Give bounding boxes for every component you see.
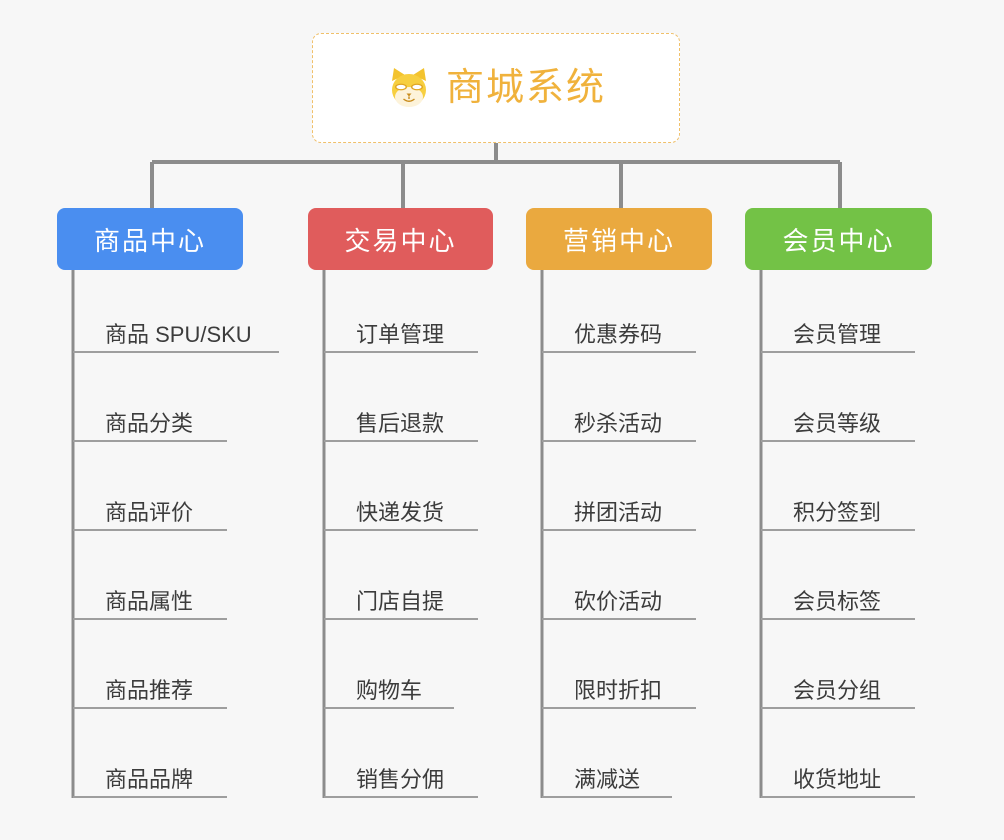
leaf-item[interactable]: 限时折扣 xyxy=(542,665,696,709)
leaf-item[interactable]: 购物车 xyxy=(324,665,454,709)
category-header-label: 营销中心 xyxy=(562,225,675,256)
category-header-4[interactable]: 会员中心 xyxy=(745,208,932,270)
leaf-item[interactable]: 会员标签 xyxy=(761,576,915,620)
leaf-item[interactable]: 秒杀活动 xyxy=(542,398,696,442)
leaf-item-label: 满减送 xyxy=(574,766,641,792)
leaf-item[interactable]: 门店自提 xyxy=(324,576,478,620)
leaf-item-label: 销售分佣 xyxy=(356,766,445,792)
leaf-item-label: 拼团活动 xyxy=(574,499,663,525)
leaf-item-label: 限时折扣 xyxy=(574,677,663,703)
root-title: 商城系统 xyxy=(445,67,606,109)
leaf-item[interactable]: 商品分类 xyxy=(73,398,227,442)
leaf-item-label: 砍价活动 xyxy=(574,588,663,614)
leaf-item-label: 会员标签 xyxy=(793,588,882,614)
leaf-item[interactable]: 满减送 xyxy=(542,754,672,798)
shiba-dog-face-icon xyxy=(386,65,432,111)
leaf-item[interactable]: 订单管理 xyxy=(324,309,478,353)
leaf-item-label: 秒杀活动 xyxy=(574,410,663,436)
leaf-item-label: 商品评价 xyxy=(105,499,194,525)
category-header-label: 交易中心 xyxy=(344,225,457,256)
category-header-2[interactable]: 交易中心 xyxy=(308,208,493,270)
root-node[interactable]: 商城系统 xyxy=(312,33,680,143)
category-header-1[interactable]: 商品中心 xyxy=(57,208,243,270)
leaf-item[interactable]: 会员管理 xyxy=(761,309,915,353)
leaf-item[interactable]: 快递发货 xyxy=(324,487,478,531)
leaf-item-label: 收货地址 xyxy=(793,766,882,792)
leaf-item[interactable]: 拼团活动 xyxy=(542,487,696,531)
leaf-item-label: 购物车 xyxy=(356,677,423,703)
leaf-item-label: 积分签到 xyxy=(793,499,882,525)
leaf-item-label: 会员等级 xyxy=(793,410,882,436)
leaf-item-label: 商品品牌 xyxy=(105,766,194,792)
leaf-item-label: 会员分组 xyxy=(793,677,882,703)
leaf-item[interactable]: 商品 SPU/SKU xyxy=(73,309,279,353)
leaf-item-label: 商品 SPU/SKU xyxy=(105,321,252,347)
leaf-item[interactable]: 会员分组 xyxy=(761,665,915,709)
category-header-3[interactable]: 营销中心 xyxy=(526,208,712,270)
leaf-item[interactable]: 销售分佣 xyxy=(324,754,478,798)
leaf-item[interactable]: 砍价活动 xyxy=(542,576,696,620)
leaf-item-label: 优惠券码 xyxy=(574,321,663,347)
leaf-item-label: 订单管理 xyxy=(356,321,445,347)
leaf-item-label: 快递发货 xyxy=(356,499,445,525)
leaf-item[interactable]: 商品属性 xyxy=(73,576,227,620)
leaf-item[interactable]: 售后退款 xyxy=(324,398,478,442)
leaf-item[interactable]: 商品推荐 xyxy=(73,665,227,709)
category-header-label: 会员中心 xyxy=(782,225,895,256)
leaf-item[interactable]: 会员等级 xyxy=(761,398,915,442)
leaf-item[interactable]: 商品评价 xyxy=(73,487,227,531)
leaf-item-label: 会员管理 xyxy=(793,321,882,347)
leaf-item-label: 商品推荐 xyxy=(105,677,194,703)
leaf-item-label: 售后退款 xyxy=(356,410,445,436)
leaf-item-label: 门店自提 xyxy=(356,588,445,614)
leaf-item-label: 商品属性 xyxy=(105,588,194,614)
leaf-item-label: 商品分类 xyxy=(105,410,194,436)
leaf-item[interactable]: 收货地址 xyxy=(761,754,915,798)
leaf-item[interactable]: 商品品牌 xyxy=(73,754,227,798)
leaf-item[interactable]: 积分签到 xyxy=(761,487,915,531)
leaf-item[interactable]: 优惠券码 xyxy=(542,309,696,353)
category-header-label: 商品中心 xyxy=(93,225,206,256)
